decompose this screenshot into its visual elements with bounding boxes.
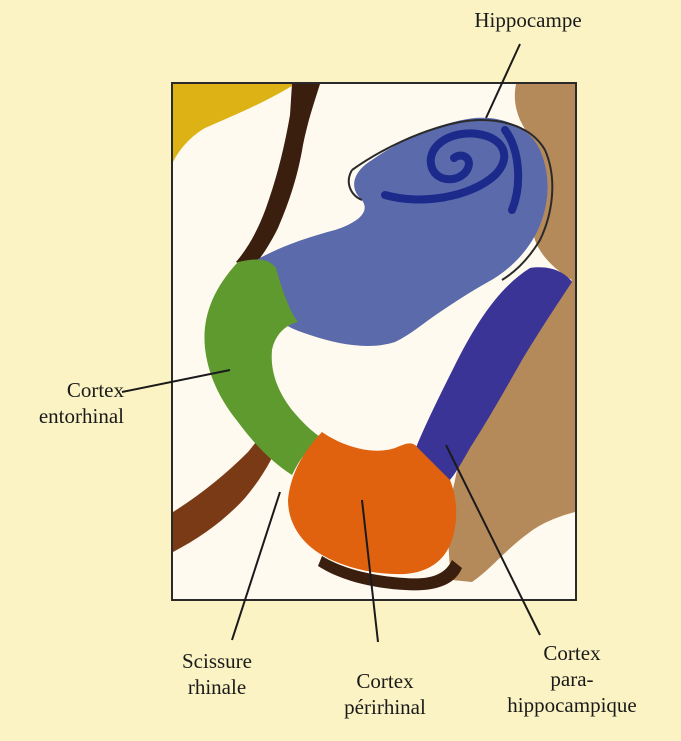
- label-cortex-parahippocampique-line3: hippocampique: [492, 692, 652, 718]
- label-cortex-perirhinal: Cortex périrhinal: [326, 668, 444, 720]
- label-cortex-perirhinal-line1: Cortex: [326, 668, 444, 694]
- label-cortex-parahippocampique: Cortex para- hippocampique: [492, 640, 652, 718]
- label-cortex-entorhinal-line1: Cortex: [6, 377, 124, 403]
- label-cortex-entorhinal: Cortex entorhinal: [6, 377, 124, 429]
- label-cortex-entorhinal-line2: entorhinal: [6, 403, 124, 429]
- label-cortex-perirhinal-line2: périrhinal: [326, 694, 444, 720]
- label-hippocampe: Hippocampe: [448, 7, 608, 33]
- label-scissure-rhinale: Scissure rhinale: [158, 648, 276, 700]
- label-cortex-parahippocampique-line1: Cortex: [492, 640, 652, 666]
- label-cortex-parahippocampique-line2: para-: [492, 666, 652, 692]
- label-hippocampe-text: Hippocampe: [474, 8, 581, 32]
- label-scissure-rhinale-line1: Scissure: [158, 648, 276, 674]
- label-scissure-rhinale-line2: rhinale: [158, 674, 276, 700]
